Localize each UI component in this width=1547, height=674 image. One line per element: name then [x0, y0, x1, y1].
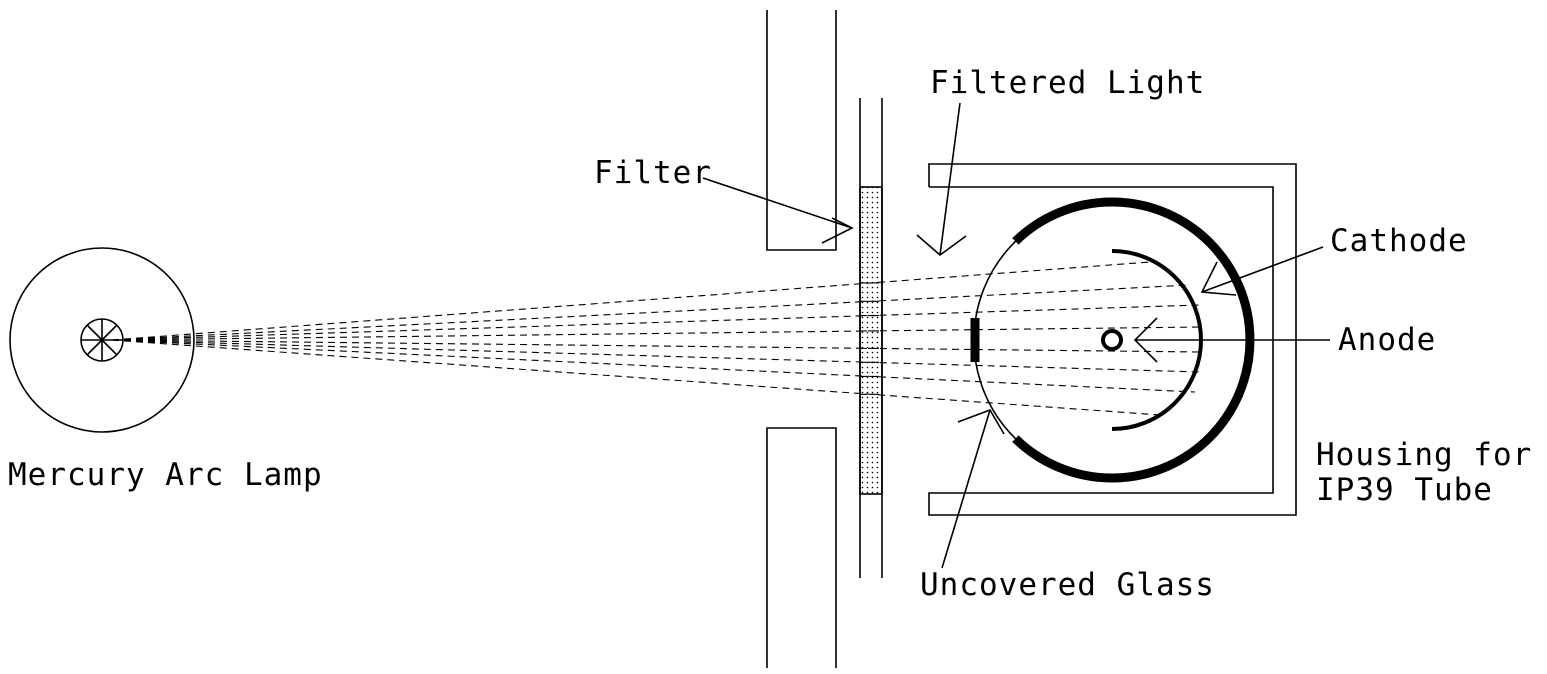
wall-lower: [766, 427, 837, 668]
light-ray: [111, 304, 1201, 341]
light-ray: [111, 326, 1201, 341]
filter-assembly: [859, 98, 883, 578]
filtered-light-leader-line: [939, 102, 961, 256]
filtered-light-arrow-icon: [916, 234, 967, 257]
filter: [859, 186, 883, 495]
light-ray: [111, 339, 1201, 353]
wall-upper: [766, 10, 837, 251]
housing-label-line2: IP39 Tube: [1316, 472, 1493, 508]
cathode-label: Cathode: [1330, 223, 1468, 259]
uncovered-glass-label: Uncovered Glass: [920, 567, 1215, 603]
filter-label: Filter: [594, 155, 712, 191]
light-ray: [111, 261, 1151, 341]
filter-arrow-icon: [821, 217, 854, 244]
cathode-arrow-icon: [1200, 261, 1237, 296]
light-ray: [111, 339, 1201, 373]
uncovered-glass-arrow-icon: [957, 409, 1005, 435]
tube-housing: [928, 163, 1297, 516]
aperture-wall: [766, 10, 837, 668]
lamp-label: Mercury Arc Lamp: [8, 457, 323, 493]
filtered-light-label: Filtered Light: [930, 65, 1205, 101]
lamp-envelope: [9, 247, 195, 433]
light-ray: [111, 339, 1161, 416]
lamp-arc-spokes: [81, 319, 123, 361]
anode: [1101, 329, 1123, 351]
mercury-arc-lamp: [9, 247, 195, 433]
light-ray: [111, 339, 1196, 393]
housing-outline: [928, 163, 1297, 516]
housing-label-line1: Housing for: [1316, 437, 1532, 473]
light-ray: [111, 284, 1191, 341]
cathode-leader-line: [1201, 246, 1324, 293]
uncovered-glass-leader-line: [941, 409, 991, 569]
filter-leader-line: [702, 177, 853, 229]
light-rays: [111, 261, 1201, 416]
anode-label: Anode: [1338, 322, 1436, 358]
anode-arrow-icon: [1133, 317, 1158, 363]
